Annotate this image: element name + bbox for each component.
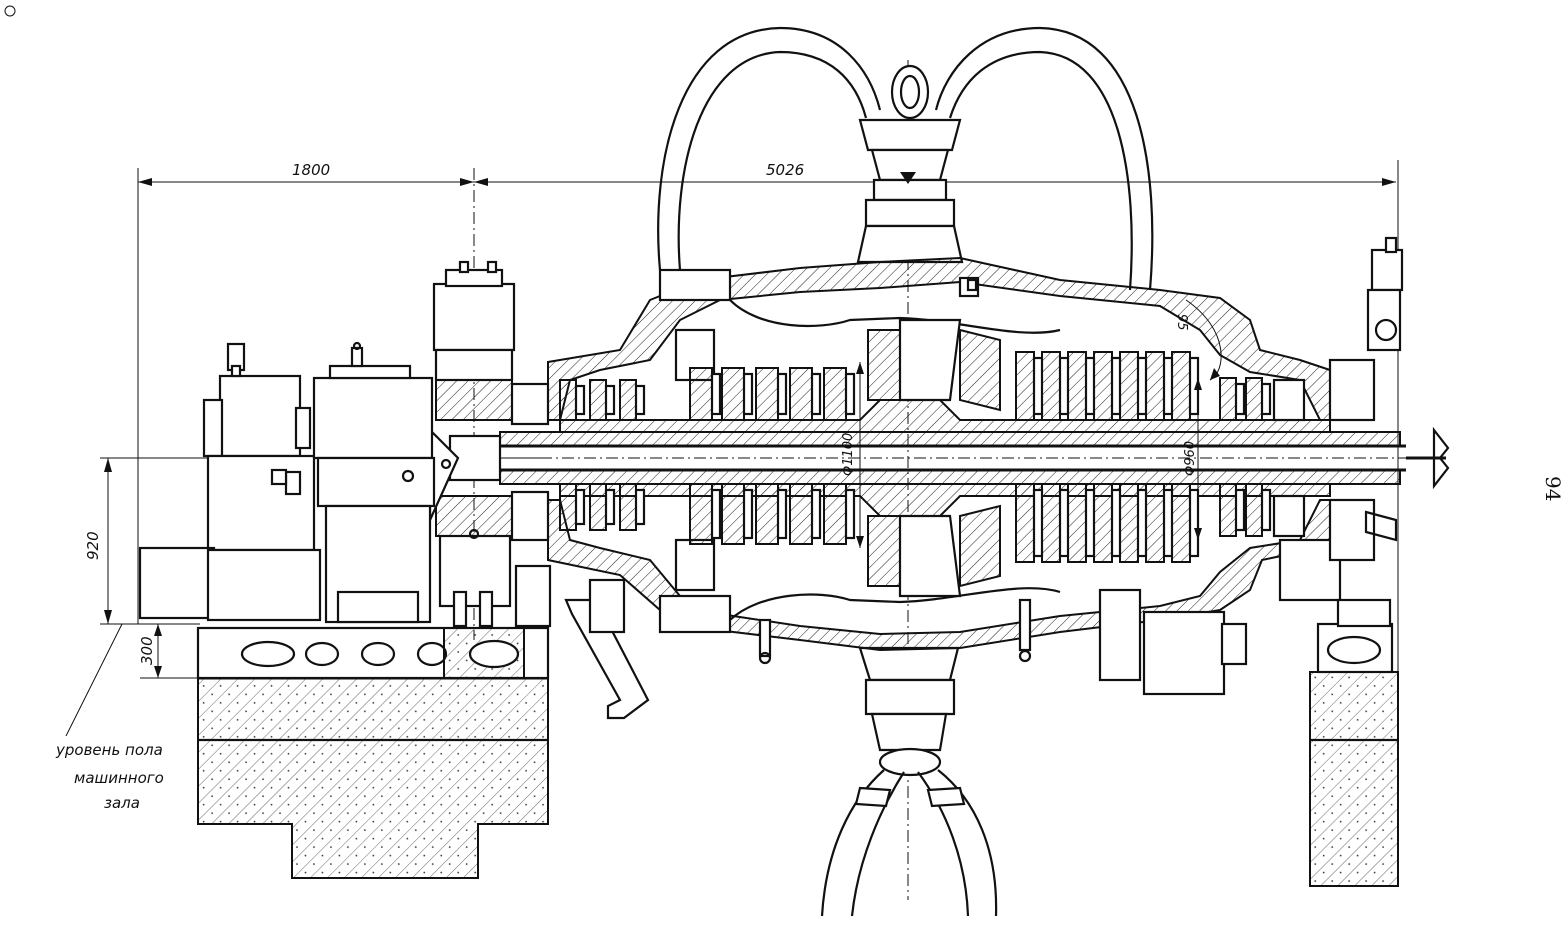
dim-1800: 1800 — [292, 161, 330, 179]
corner-mark — [4, 5, 16, 17]
diaphragm — [1058, 488, 1070, 558]
blade-stage — [755, 483, 779, 545]
blade-stage — [1119, 483, 1139, 563]
diaphragm — [1110, 488, 1122, 558]
diaphragm — [1032, 488, 1044, 558]
bottom-steam-pipes — [820, 646, 998, 917]
blade-stage — [1015, 351, 1035, 421]
diaphragm — [604, 488, 616, 526]
blade-stage — [1219, 483, 1237, 537]
diaphragm — [710, 488, 722, 540]
floor-note-line3: зала — [104, 794, 140, 812]
diaphragm — [604, 384, 616, 416]
diaphragm — [1260, 382, 1272, 416]
diaphragm — [1234, 488, 1246, 532]
blade-stage — [619, 379, 637, 421]
diaphragm — [810, 372, 822, 416]
dimension-labels: 1800 5026 920 300 95 Φ1100 Φ960 — [84, 161, 1222, 665]
blade-stage — [1171, 351, 1191, 421]
turbine-casing — [547, 256, 1331, 696]
diaphragm — [1084, 488, 1096, 558]
diaphragm — [1234, 382, 1246, 416]
diaphragm — [742, 488, 754, 540]
blade-stage — [823, 483, 847, 545]
diaphragm — [1136, 488, 1148, 558]
lower-exhaust-duct — [564, 578, 650, 720]
blade-stage — [1119, 351, 1139, 421]
blade-stages — [559, 351, 1272, 563]
blade-stage — [1015, 483, 1035, 563]
dim-300: 300 — [138, 636, 156, 665]
blade-stage — [1219, 377, 1237, 421]
blade-stage — [1093, 351, 1113, 421]
blade-stage — [1041, 483, 1061, 563]
diaphragm — [574, 384, 586, 416]
blade-stage — [1171, 483, 1191, 563]
diaphragm — [1188, 488, 1200, 558]
diaphragm — [634, 384, 646, 416]
blade-stage — [1067, 483, 1087, 563]
blade-stage — [1245, 377, 1263, 421]
diaphragm — [1162, 488, 1174, 558]
blade-stage — [689, 367, 713, 421]
blade-stage — [721, 367, 745, 421]
diaphragm — [574, 488, 586, 526]
diaphragm — [776, 372, 788, 416]
dim-phi1100: Φ1100 — [841, 433, 856, 476]
foundation — [196, 622, 1399, 887]
diaphragm — [1136, 356, 1148, 416]
blade-stage — [1041, 351, 1061, 421]
blade-stage — [589, 483, 607, 531]
top-steam-pipes — [657, 26, 1154, 291]
blade-stage — [789, 367, 813, 421]
page-number: 94 — [1541, 476, 1565, 501]
dim-5026: 5026 — [766, 161, 804, 179]
dim-920: 920 — [84, 531, 102, 560]
diaphragm — [844, 372, 856, 416]
blade-stage — [721, 483, 745, 545]
blade-stage — [1093, 483, 1113, 563]
floor-note-line2: машинного — [74, 769, 164, 787]
dim-phi960: Φ960 — [1183, 441, 1198, 476]
left-equipment — [138, 341, 480, 624]
blade-stage — [689, 483, 713, 545]
diaphragm — [1084, 356, 1096, 416]
diaphragm — [1162, 356, 1174, 416]
diaphragm — [1110, 356, 1122, 416]
diaphragm — [1032, 356, 1044, 416]
blade-stage — [589, 379, 607, 421]
diaphragm — [776, 488, 788, 540]
rear-bearing-assembly — [1272, 236, 1450, 628]
diaphragm — [1058, 356, 1070, 416]
blade-stage — [823, 367, 847, 421]
blade-stage — [619, 483, 637, 531]
front-bearing-assembly — [421, 260, 552, 628]
dim-95: 95 — [1174, 314, 1189, 331]
blade-stage — [789, 483, 813, 545]
floor-note-line1: уровень пола — [55, 741, 163, 759]
blade-stage — [559, 483, 577, 531]
diaphragm — [844, 488, 856, 540]
blade-stage — [559, 379, 577, 421]
diaphragm — [742, 372, 754, 416]
diaphragm — [810, 488, 822, 540]
blade-stage — [1067, 351, 1087, 421]
blade-stage — [1245, 483, 1263, 537]
blade-stage — [1145, 483, 1165, 563]
blade-stage — [1145, 351, 1165, 421]
diaphragm — [634, 488, 646, 526]
blade-stage — [755, 367, 779, 421]
diaphragm — [1260, 488, 1272, 532]
diaphragm — [710, 372, 722, 416]
floor-level-note: уровень пола машинного зала — [55, 741, 164, 812]
